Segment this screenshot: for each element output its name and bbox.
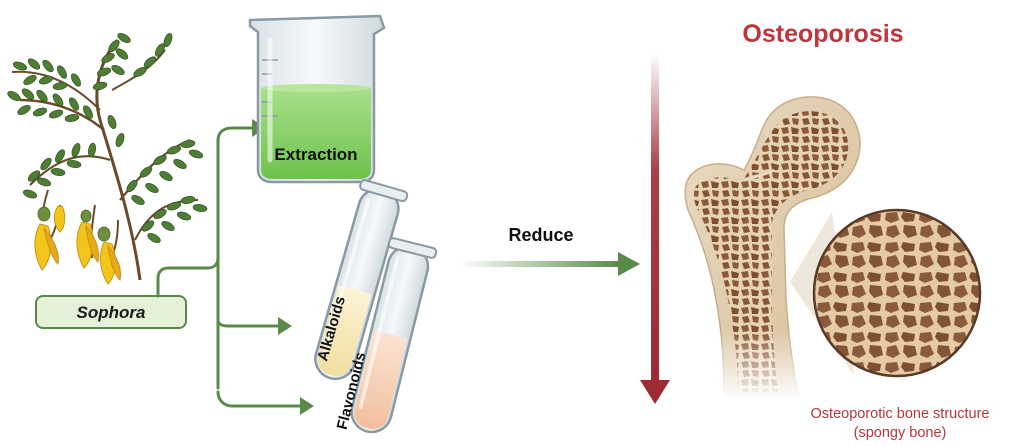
femur-bone-illustration (684, 96, 861, 400)
flavonoids-tube (350, 237, 438, 434)
sophora-label-box: Sophora (35, 295, 187, 329)
arrow-to-extraction (216, 126, 254, 390)
arrow-to-flavonoids (216, 390, 302, 408)
alkaloids-tube (314, 179, 409, 381)
sophora-label: Sophora (77, 303, 146, 322)
arrow-to-alkaloids (216, 318, 280, 328)
branch-arrows (156, 126, 302, 408)
osteoporosis-arrow (640, 54, 670, 404)
beaker-illustration: Extraction (248, 14, 386, 184)
bone-caption-line2: (spongy bone) (854, 425, 947, 441)
spongy-bone-magnified (812, 208, 982, 378)
connector-sophora-to-trunk (156, 256, 220, 298)
sophora-plant-illustration (7, 32, 208, 285)
arrowhead-alkaloids (278, 317, 292, 335)
bone-caption-line1: Osteoporotic bone structure (811, 406, 990, 422)
reduce-arrow: Reduce (460, 225, 640, 276)
arrowhead-flavonoids (300, 397, 314, 415)
extraction-label: Extraction (274, 145, 357, 164)
reduce-label: Reduce (508, 225, 573, 245)
osteoporosis-title: Osteoporosis (742, 20, 903, 48)
